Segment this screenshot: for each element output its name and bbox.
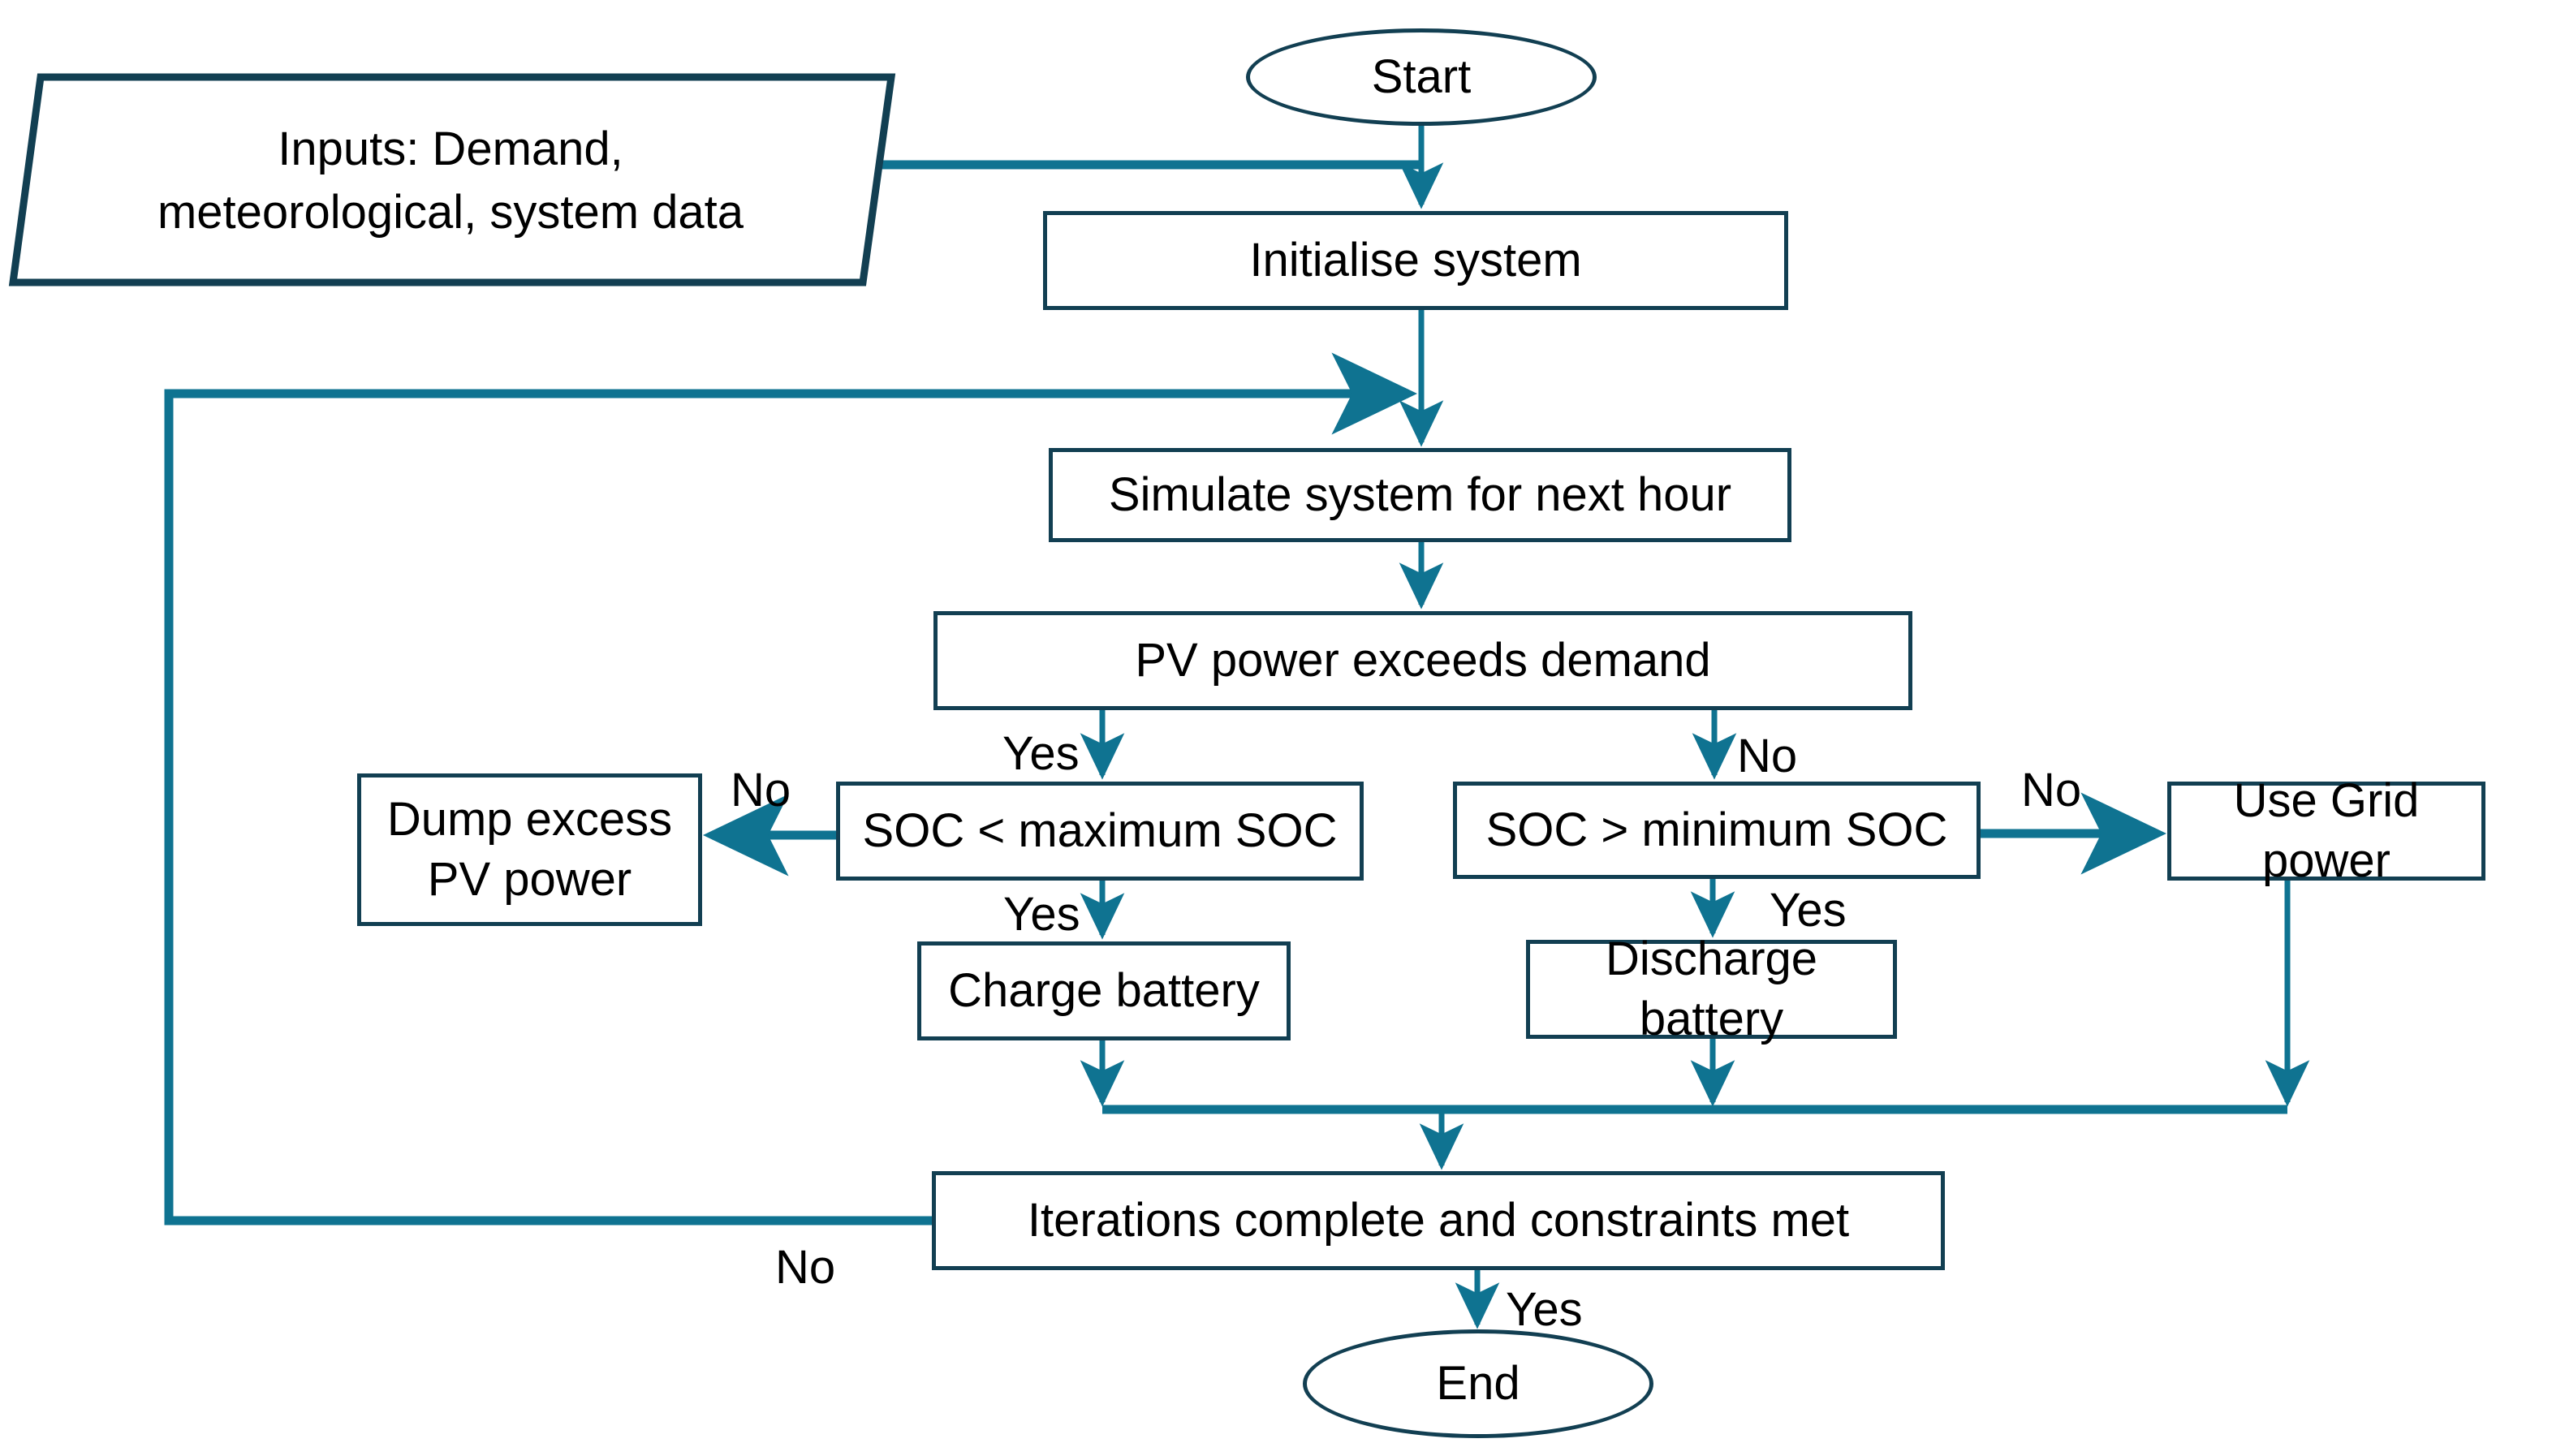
edge-label-socmax-no: No [731, 764, 791, 816]
node-simulate-system[interactable]: Simulate system for next hour [1049, 448, 1791, 542]
node-soc-greater-than-minimum[interactable]: SOC > minimum SOC [1453, 782, 1981, 879]
edge-label-pv-no: No [1737, 730, 1798, 782]
edge-label-socmin-yes: Yes [1770, 884, 1847, 937]
edge-label-socmax-yes: Yes [1003, 888, 1080, 941]
node-pv-power-exceeds-demand[interactable]: PV power exceeds demand [933, 611, 1912, 710]
node-start[interactable]: Start [1246, 28, 1597, 126]
edge-feedback-no-loop [164, 352, 1417, 1226]
node-charge-battery[interactable]: Charge battery [917, 941, 1291, 1040]
node-discharge-battery[interactable]: Discharge battery [1526, 933, 1897, 1045]
node-inputs-label: Inputs: Demand, meteorological, system d… [157, 122, 744, 239]
edge-label-socmin-no: No [2021, 764, 2082, 816]
edge-label-iterations-yes: Yes [1506, 1283, 1583, 1336]
node-iterations-complete[interactable]: Iterations complete and constraints met [932, 1171, 1945, 1270]
node-dump-excess-pv-power[interactable]: Dump excess PV power [357, 773, 702, 926]
node-end[interactable]: End [1303, 1329, 1653, 1438]
node-soc-less-than-maximum[interactable]: SOC < maximum SOC [836, 782, 1364, 881]
edge-label-iterations-no: No [775, 1241, 836, 1294]
node-initialise-system[interactable]: Initialise system [1043, 211, 1788, 310]
node-inputs-parallelogram[interactable]: Inputs: Demand, meteorological, system d… [0, 71, 901, 291]
node-use-grid-power[interactable]: Use Grid power [2167, 774, 2485, 887]
edge-label-pv-yes: Yes [1002, 727, 1080, 780]
